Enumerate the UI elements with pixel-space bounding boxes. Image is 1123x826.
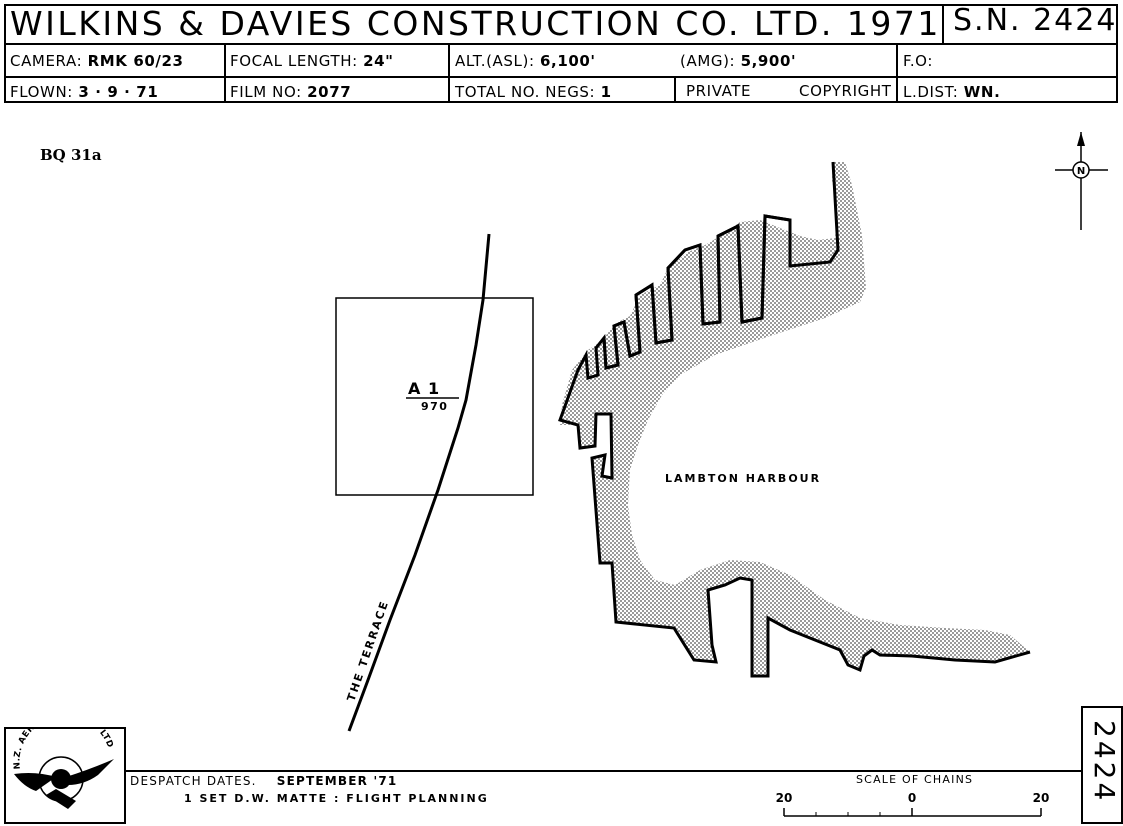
sheet-number: 2424 (1088, 720, 1121, 803)
scale-mid-label: 0 (908, 791, 916, 805)
header-divider (4, 43, 1118, 45)
scale-bar: 20 0 20 (776, 791, 1050, 817)
road-label: THE TERRACE (345, 598, 392, 703)
copyright-label: COPYRIGHT (799, 82, 892, 100)
footer-block (4, 770, 1085, 826)
header-divider (674, 76, 676, 103)
header-divider (4, 76, 1118, 78)
altitude-amg-field: (AMG): 5,900' (680, 52, 797, 70)
north-arrow-icon (1072, 161, 1090, 179)
altitude-asl-field: ALT.(ASL): 6,100' (455, 52, 596, 70)
north-label: N (1077, 166, 1085, 177)
ldist-field: L.DIST: WN. (903, 83, 1001, 101)
the-terrace-road (347, 233, 491, 732)
sheet-number-box (1081, 706, 1123, 824)
sheet-reference: BQ 31a (40, 146, 102, 164)
harbour-land-area (560, 162, 1030, 676)
flown-field: FLOWN: 3 · 9 · 71 (10, 83, 159, 101)
total-negs-field: TOTAL NO. NEGS: 1 (455, 83, 612, 101)
camera-field: CAMERA: RMK 60/23 (10, 52, 184, 70)
despatch-detail: 1 SET D.W. MATTE : FLIGHT PLANNING (184, 792, 489, 805)
photo-frame-a1 (335, 297, 534, 496)
scale-title: SCALE OF CHAINS (856, 773, 974, 786)
private-label: PRIVATE (686, 82, 752, 100)
frame-label: A 1 (408, 379, 440, 398)
focal-length-field: FOCAL LENGTH: 24" (230, 52, 394, 70)
sheet-number-vertical: 2424 (1088, 720, 1121, 803)
scale-right-label: 20 (1033, 791, 1050, 805)
scale-left-label: 20 (776, 791, 793, 805)
logo-box: N.Z. AERIAL MAPPING LTD (4, 709, 126, 824)
serial-number: S.N. 2424 (953, 3, 1118, 38)
despatch-dates: DESPATCH DATES. SEPTEMBER '71 (130, 774, 398, 788)
fo-field: F.O: (903, 52, 933, 70)
header-block (4, 4, 1118, 103)
film-number-field: FILM NO: 2077 (230, 83, 352, 101)
header-divider (448, 43, 450, 103)
frame-number: 970 (421, 400, 448, 413)
header-divider (896, 43, 898, 103)
header-divider (224, 43, 226, 103)
header-divider (942, 4, 944, 43)
company-title: WILKINS & DAVIES CONSTRUCTION CO. LTD. 1… (10, 4, 941, 43)
aerial-mapping-logo-icon: N.Z. AERIAL MAPPING LTD (12, 709, 115, 809)
harbour-label: LAMBTON HARBOUR (665, 472, 821, 485)
